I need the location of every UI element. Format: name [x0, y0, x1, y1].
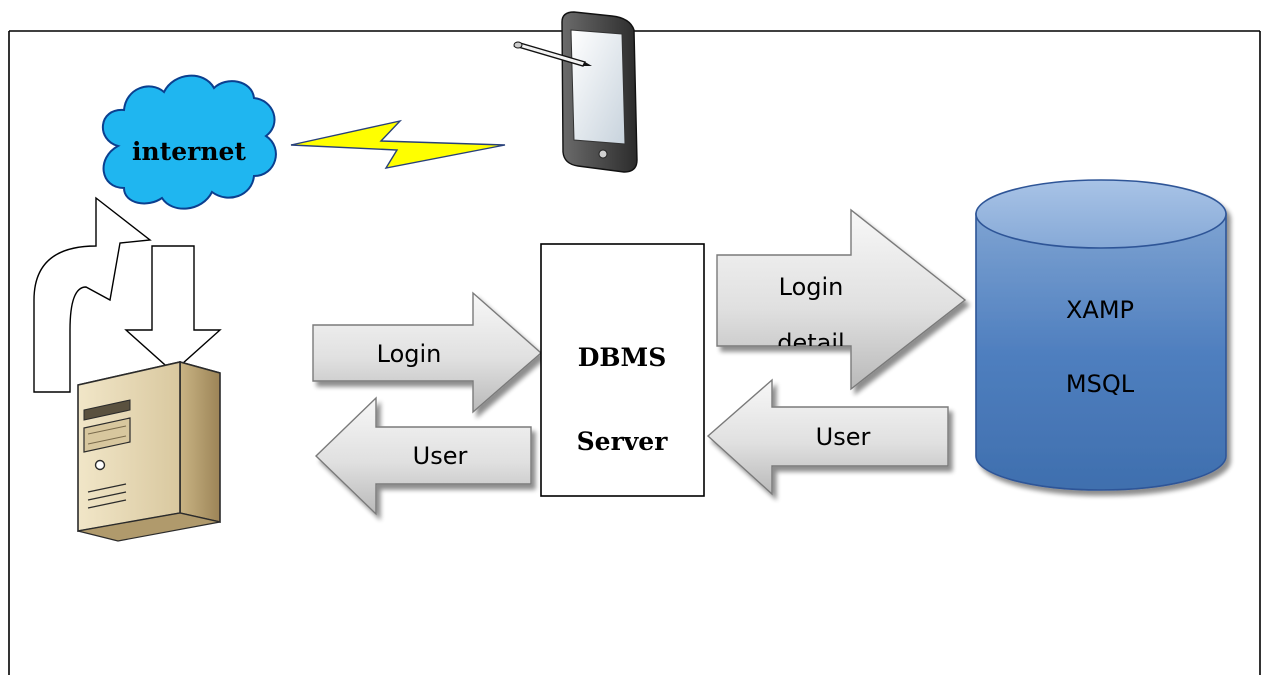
login-detail-arrow: Login detail — [716, 208, 967, 391]
user-arrow-right: User — [706, 378, 949, 496]
user-arrow-left: User — [314, 396, 532, 516]
internet-label: internet — [132, 137, 246, 166]
server-tower-icon — [77, 360, 221, 542]
msql-label: MSQL — [1066, 370, 1135, 398]
user-arrow-left-label: User — [413, 442, 468, 470]
stylus-icon — [513, 41, 592, 67]
cloud-icon: internet — [101, 74, 277, 210]
login-arrow: Login — [312, 291, 543, 414]
lightning-link-icon — [290, 119, 506, 169]
cloud-shape — [101, 74, 277, 210]
curved-up-arrow-shape — [33, 196, 152, 393]
login-detail-label-line1: Login — [779, 273, 844, 301]
dbms-label: DBMS — [578, 343, 667, 372]
login-detail-label-line2: detail — [777, 329, 844, 357]
xamp-label: XAMP — [1066, 296, 1134, 324]
server-label: Server — [577, 427, 669, 456]
tablet-icon — [513, 11, 638, 173]
down-arrow — [124, 245, 222, 373]
user-arrow-right-label: User — [816, 423, 871, 451]
dbms-server-box: DBMS Server — [540, 243, 705, 497]
database-cylinder-icon: XAMP MSQL — [975, 179, 1227, 491]
login-arrow-label: Login — [377, 340, 442, 368]
